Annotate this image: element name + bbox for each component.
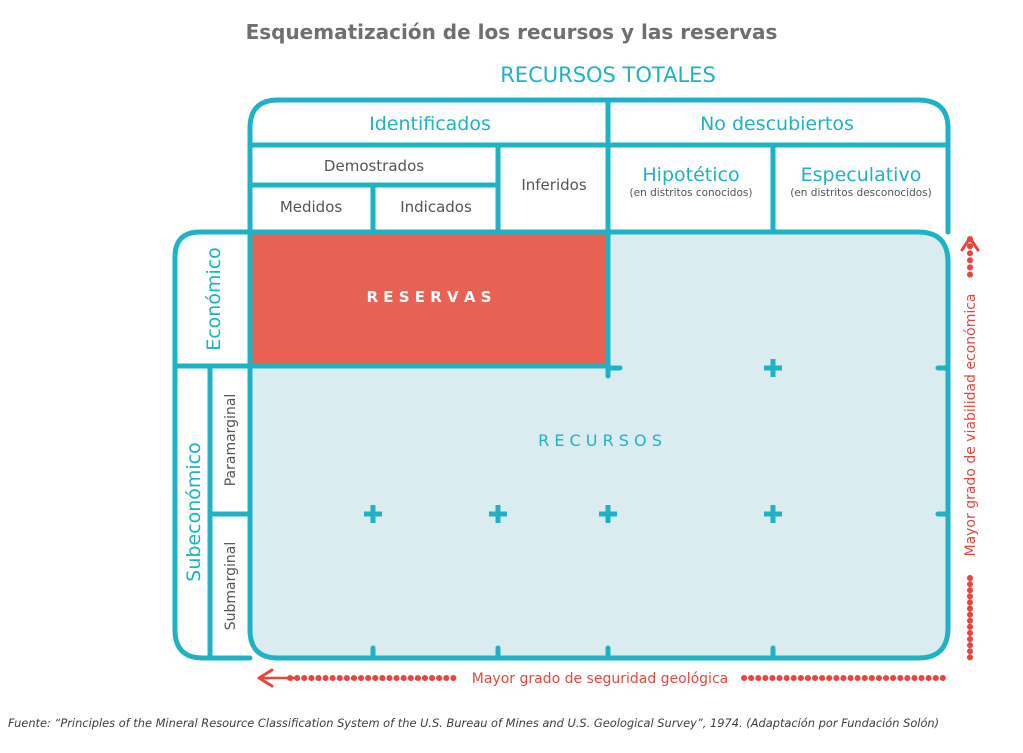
hypothetical-note: (en distritos conocidos) [630, 187, 753, 199]
resources-label: R E C U R S O S [538, 431, 662, 450]
paramarginal-label: Paramarginal [223, 394, 239, 487]
submarginal-label: Submarginal [223, 542, 239, 631]
horizontal-arrow-label: Mayor grado de seguridad geológica [472, 671, 728, 687]
plus-icon [599, 505, 617, 523]
plus-markers [364, 359, 782, 523]
tick-marks [370, 363, 951, 661]
main-box-outline [247, 229, 951, 661]
identified-label: Identificados [369, 113, 491, 135]
reserves-block [250, 232, 608, 366]
plus-icon [764, 505, 782, 523]
demonstrated-label: Demostrados [324, 157, 424, 175]
total-resources-header: RECURSOS TOTALES [500, 63, 716, 87]
vertical-arrow-label: Mayor grado de viabilidad económica [963, 293, 979, 556]
geological-certainty-arrow: Mayor grado de seguridad geológica [257, 668, 951, 688]
page-title: Esquematización de los recursos y las re… [245, 20, 778, 44]
indicated-label: Indicados [400, 198, 472, 216]
speculative-note: (en distritos desconocidos) [790, 187, 932, 199]
plus-icon [764, 359, 782, 377]
grid-lines [172, 97, 951, 661]
speculative-label: Especulativo [801, 164, 922, 186]
plus-icon [364, 505, 382, 523]
side-label-outline [172, 229, 253, 661]
subeconomic-label: Subeconómico [183, 442, 205, 581]
inferred-label: Inferidos [521, 176, 586, 194]
economic-viability-arrow: Mayor grado de viabilidad económica [960, 236, 980, 661]
arrow-left-icon [257, 668, 274, 688]
measured-label: Medidos [280, 198, 343, 216]
hypothetical-label: Hipotético [642, 164, 739, 186]
source-citation: Fuente: “Principles of the Mineral Resou… [8, 716, 940, 730]
plus-icon [489, 505, 507, 523]
reserves-label: R E S E R V A S [367, 288, 492, 306]
economic-label: Económico [203, 247, 225, 351]
undiscovered-label: No descubiertos [700, 113, 854, 135]
header-box-outline [247, 97, 951, 235]
